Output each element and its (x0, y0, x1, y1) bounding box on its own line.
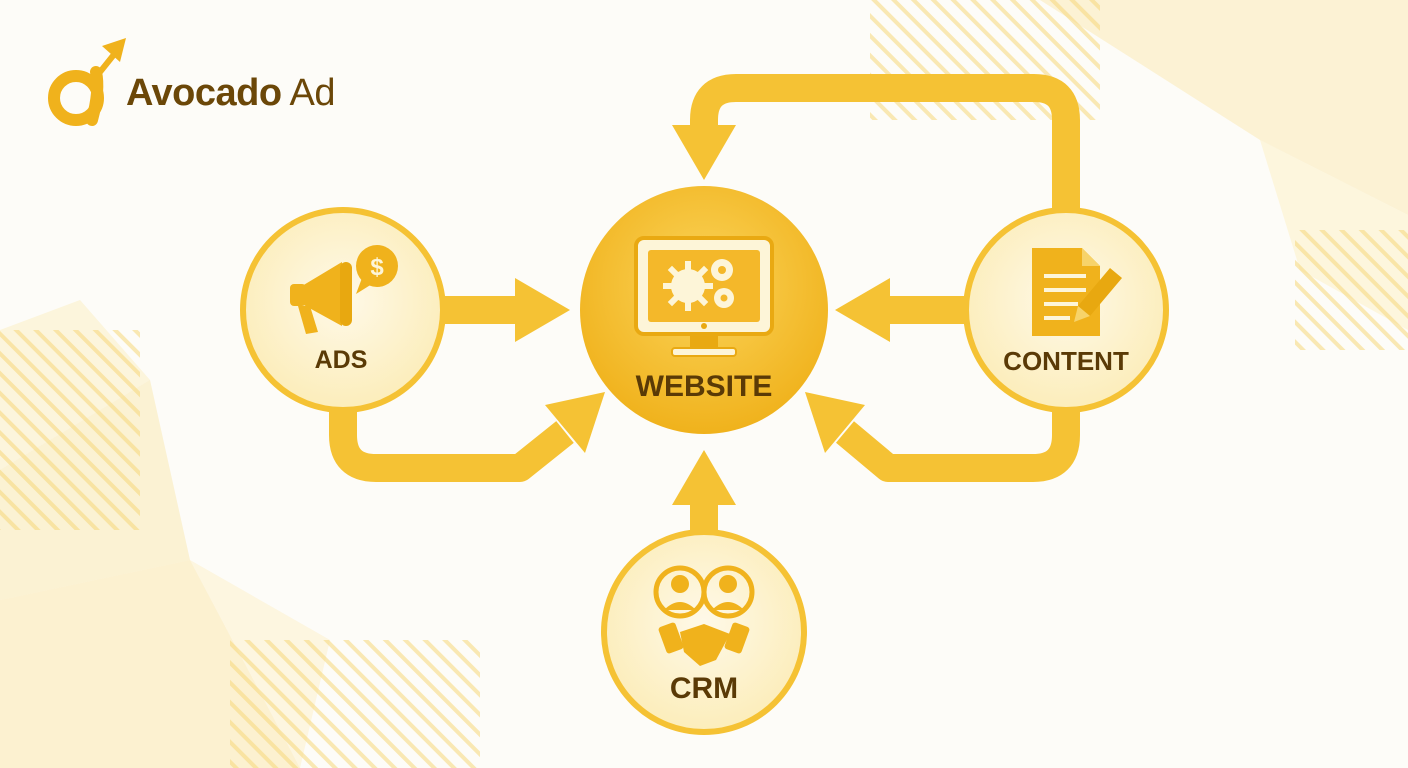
avocado-arrow-logo-icon (48, 38, 126, 126)
crm-node[interactable] (601, 529, 807, 735)
arrow-content-to-website-lower (836, 410, 1080, 482)
arrowhead-content (835, 278, 890, 342)
ads-node[interactable]: $ (240, 207, 446, 413)
arrow-ads-to-website-lower (329, 410, 574, 482)
ads-label: ADS (314, 346, 368, 374)
arrowhead-crm (672, 450, 736, 505)
crm-label: CRM (669, 672, 739, 705)
website-label: WEBSITE (635, 370, 773, 403)
megaphone-dollar-icon: $ (290, 245, 398, 334)
brand-name: Avocado Ad (126, 71, 336, 115)
arrowhead-content-lower (805, 392, 865, 453)
document-pencil-icon (1032, 248, 1122, 336)
arrowhead-ads-lower (545, 392, 605, 453)
monitor-gears-icon (634, 236, 774, 357)
website-node[interactable] (580, 186, 828, 434)
brand-name-light: Ad (281, 71, 336, 114)
brand-name-bold: Avocado (126, 71, 282, 114)
arrowhead-loop (672, 125, 736, 180)
svg-text:$: $ (370, 254, 384, 281)
arrowhead-ads (515, 278, 570, 342)
arrow-heads (515, 125, 890, 505)
content-node[interactable] (963, 207, 1169, 413)
content-label: CONTENT (1003, 346, 1129, 376)
brand: Avocado Ad (126, 48, 336, 138)
people-handshake-icon (653, 565, 755, 666)
arrow-content-loop-to-website (690, 74, 1080, 212)
